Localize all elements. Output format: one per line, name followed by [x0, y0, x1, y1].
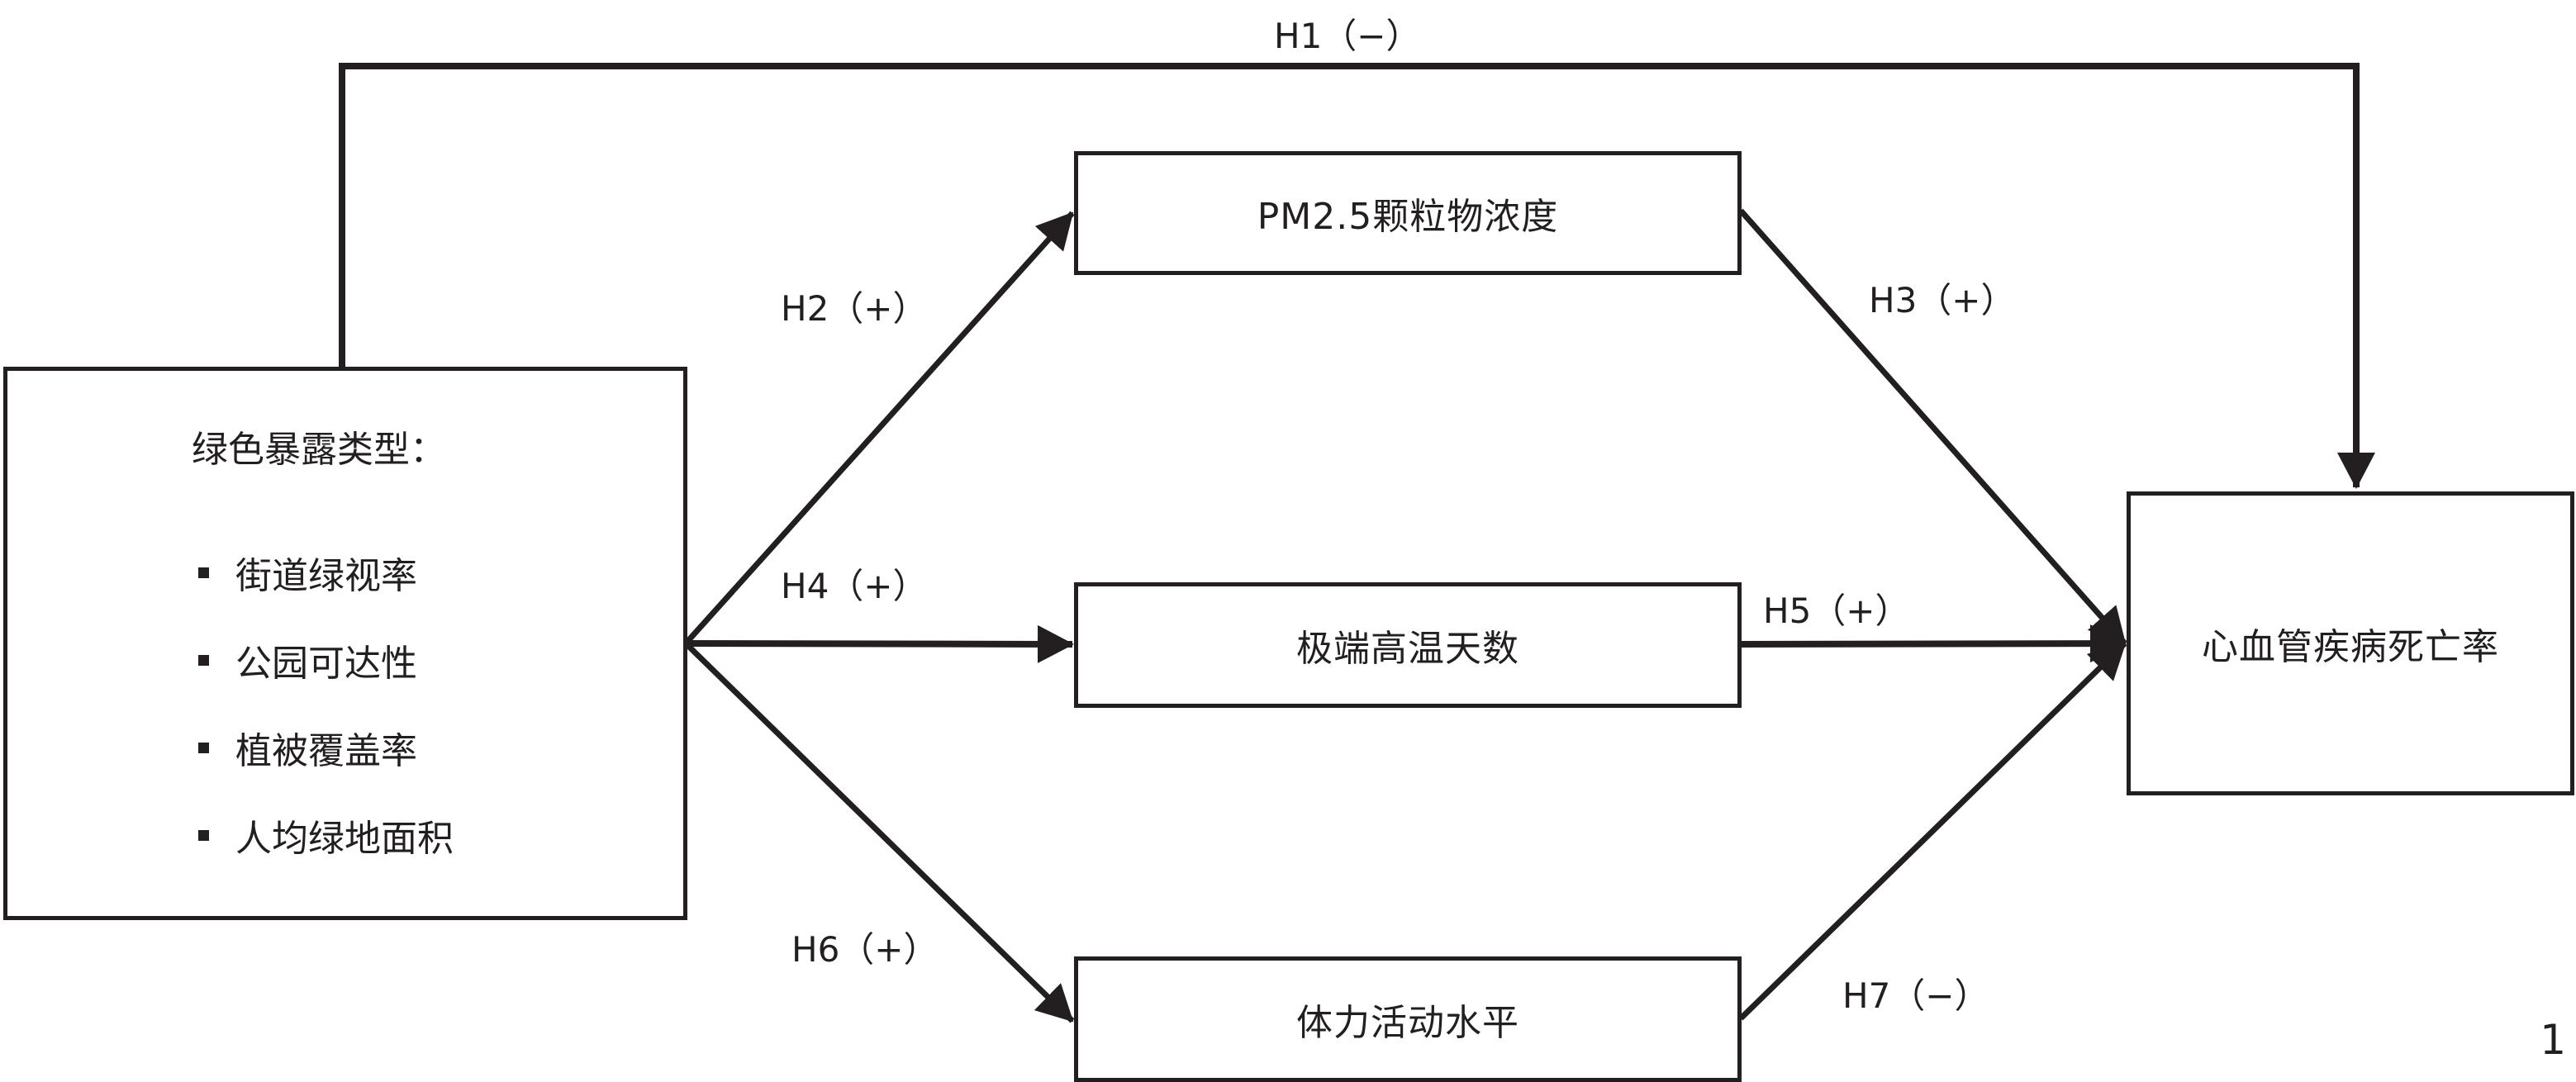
node-heat-days-label: 极端高温天数 [1296, 628, 1519, 670]
node-pm25: PM2.5颗粒物浓度 [1074, 151, 1742, 275]
edge-label-h4: H4（+） [781, 566, 928, 606]
exposure-item: 人均绿地面积 [198, 791, 454, 879]
edge-label-h7: H7（−） [1842, 975, 1989, 1016]
edge-label-h6: H6（+） [791, 929, 939, 970]
exposure-item: 街道绿视率 [198, 529, 454, 616]
exposure-item: 公园可达性 [198, 616, 454, 704]
square-bullet-icon [198, 567, 209, 578]
square-bullet-icon [198, 654, 209, 666]
edge-h1-line [339, 63, 2375, 489]
square-bullet-icon [198, 742, 209, 753]
edge-h4-line [685, 624, 1074, 663]
node-pm25-label: PM2.5颗粒物浓度 [1257, 196, 1559, 238]
edge-h5-line [1740, 624, 2127, 663]
node-cvd-mortality: 心血管疾病死亡率 [2127, 491, 2574, 795]
edge-label-h1: H1（−） [1274, 16, 1421, 56]
edge-label-h3: H3（+） [1869, 280, 2016, 320]
exposure-item: 植被覆盖率 [198, 704, 454, 791]
exposure-title: 绿色暴露类型： [192, 429, 446, 471]
node-green-exposure [3, 367, 687, 920]
figure-number: 1 [2540, 1016, 2566, 1064]
edge-h2-line [683, 211, 1075, 646]
edge-h3-line [1738, 208, 2127, 646]
node-physical-activity-label: 体力活动水平 [1296, 1002, 1519, 1044]
node-physical-activity: 体力活动水平 [1074, 956, 1742, 1082]
edge-label-h5: H5（+） [1763, 591, 1910, 631]
edge-label-h2: H2（+） [781, 288, 928, 329]
node-heat-days: 极端高温天数 [1074, 582, 1742, 708]
node-cvd-mortality-label: 心血管疾病死亡率 [2202, 626, 2499, 668]
edge-h7-line [1738, 641, 2127, 1021]
edge-h6-line [683, 641, 1075, 1023]
square-bullet-icon [198, 829, 209, 841]
exposure-list: 街道绿视率 公园可达性 植被覆盖率 人均绿地面积 [198, 529, 454, 879]
